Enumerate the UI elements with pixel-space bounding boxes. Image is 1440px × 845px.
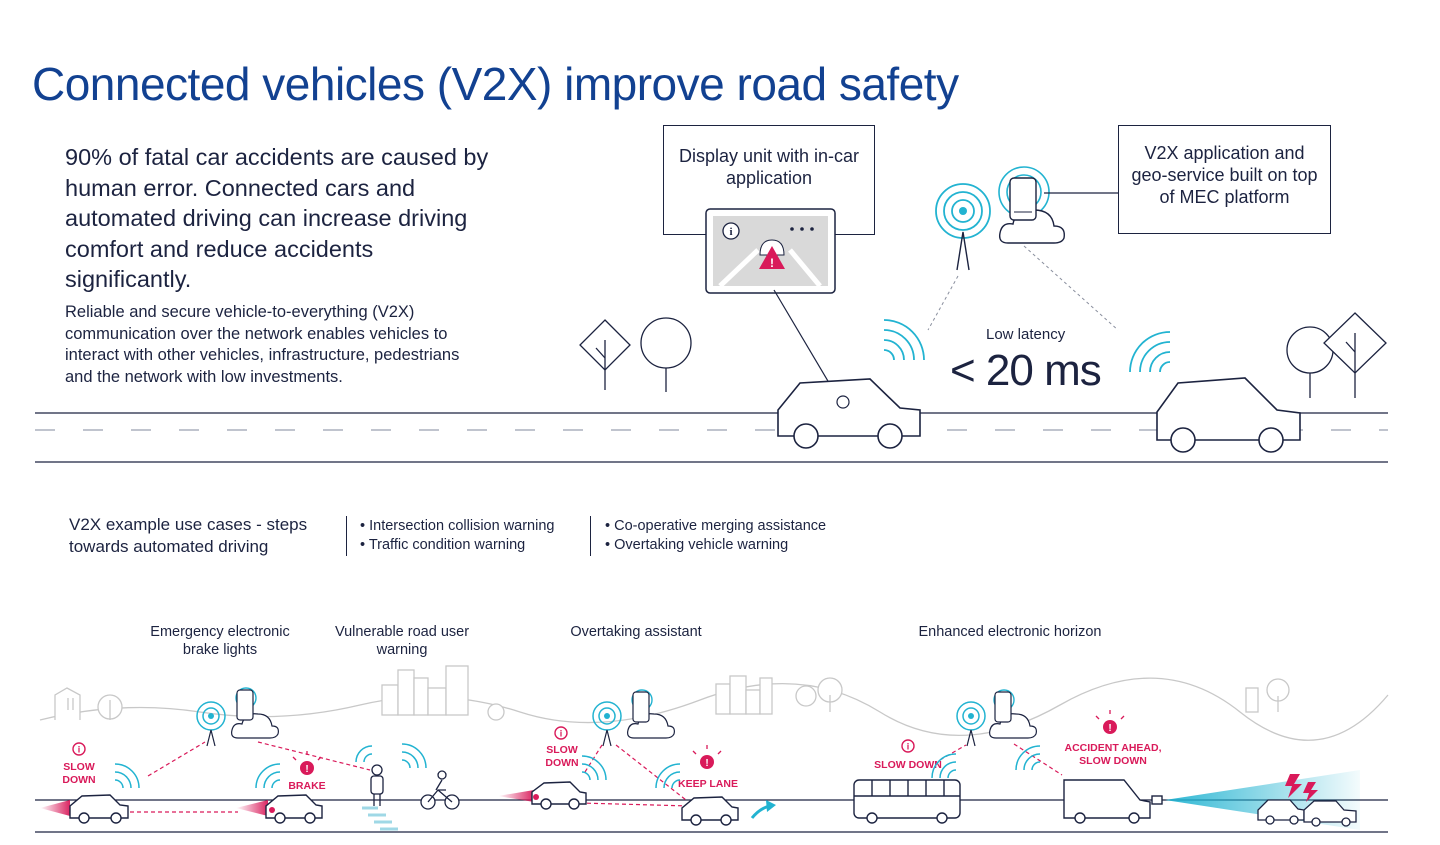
use-case-item: • Intersection collision warning (360, 518, 555, 534)
upper-road (35, 412, 1388, 463)
use-cases-group-2: • Co-operative merging assistance • Over… (605, 517, 826, 554)
info-icon-glyphs: i i i (78, 729, 910, 755)
alert-rays (292, 710, 1125, 761)
connected-car-2 (1156, 377, 1301, 453)
mec-cloud-icon (998, 166, 1065, 244)
use-cases-group-1: • Intersection collision warning • Traff… (360, 517, 554, 554)
latency-label: Low latency (986, 326, 1066, 343)
car-icon (265, 794, 323, 824)
tree-icon (579, 317, 692, 392)
cell-tower-icon (196, 701, 226, 747)
page-title: Connected vehicles (V2X) improve road sa… (32, 57, 959, 110)
warning-brake: BRAKE (288, 780, 326, 792)
use-cases-divider-1 (346, 516, 348, 556)
signal-waves-icon (1129, 331, 1171, 373)
use-case-item: • Overtaking vehicle warning (605, 536, 789, 553)
warning-slow-down-2: SLOW DOWN (545, 744, 579, 769)
crashed-car-icon (1257, 799, 1357, 827)
brake-light-glow (236, 800, 268, 816)
use-cases-divider-2 (590, 516, 592, 556)
warning-keep-lane: KEEP LANE (678, 778, 738, 790)
latency-value: < 20 ms (950, 346, 1102, 395)
use-case-item: • Co-operative merging assistance (605, 518, 827, 534)
cyclist-icon (420, 770, 460, 810)
cell-tower-icon (592, 701, 622, 747)
signal-waves-icon (883, 319, 925, 361)
display-unit-label: Display unit with in-car application (678, 146, 860, 188)
pedestrian-icon (370, 764, 384, 806)
background-skyline (39, 665, 1389, 741)
use-cases-title: V2X example use cases - steps towards au… (69, 515, 308, 556)
v2x-application-label: V2X application and geo-service built on… (1131, 143, 1318, 207)
svg-text:!: ! (1108, 723, 1111, 734)
warning-accident: ACCIDENT AHEAD, SLOW DOWN (1064, 742, 1162, 767)
svg-text:!: ! (705, 758, 708, 769)
warning-slow-down-1: SLOW DOWN (62, 761, 96, 786)
crash-spark-icon (1285, 774, 1318, 802)
use-case-item: • Traffic condition warning (360, 536, 526, 553)
svg-text:i: i (560, 729, 563, 739)
brake-light-glow (498, 790, 534, 802)
cell-tower-icon (935, 183, 991, 271)
info-icon (72, 726, 915, 756)
svg-text:!: ! (770, 256, 774, 270)
car-icon (69, 794, 129, 824)
alert-icon-glyphs: !!! (305, 723, 1111, 775)
tree-icon (1286, 312, 1387, 398)
overtake-arrow-icon (750, 804, 771, 819)
v2x-links (130, 741, 1063, 813)
car-icon (531, 781, 587, 810)
scenario-label-eeh: Enhanced electronic horizon (918, 624, 1102, 640)
lower-road (35, 799, 1388, 833)
alert-icon (300, 720, 1117, 775)
v2x-application-callout: V2X application and geo-service built on… (1118, 125, 1331, 234)
scenario-label-vru: Vulnerable road user warning (334, 624, 470, 658)
van-icon (1063, 779, 1163, 824)
svg-text:i: i (78, 745, 81, 755)
intro-lead: 90% of fatal car accidents are caused by… (65, 144, 489, 292)
mec-cloud-icon (231, 687, 279, 739)
warning-slow-down-3: SLOW DOWN (874, 759, 942, 771)
intro-body: Reliable and secure vehicle-to-everythin… (65, 303, 460, 386)
sensor-beam (1165, 770, 1360, 830)
mec-cloud-icon (989, 689, 1037, 739)
scenario-label-ota: Overtaking assistant (570, 624, 702, 640)
scenario-label-ebl: Emergency electronic brake lights (150, 624, 290, 658)
mec-cloud-icon (627, 689, 675, 739)
crosswalk (362, 806, 398, 831)
svg-text:i: i (907, 742, 910, 752)
brake-light-glow (40, 800, 70, 816)
connected-car-1 (777, 378, 921, 449)
display-unit-callout: Display unit with in-car application (663, 125, 875, 235)
cell-tower-icon (956, 701, 986, 747)
svg-text:!: ! (305, 764, 308, 775)
car-icon (681, 796, 739, 826)
bus-icon (853, 779, 961, 824)
